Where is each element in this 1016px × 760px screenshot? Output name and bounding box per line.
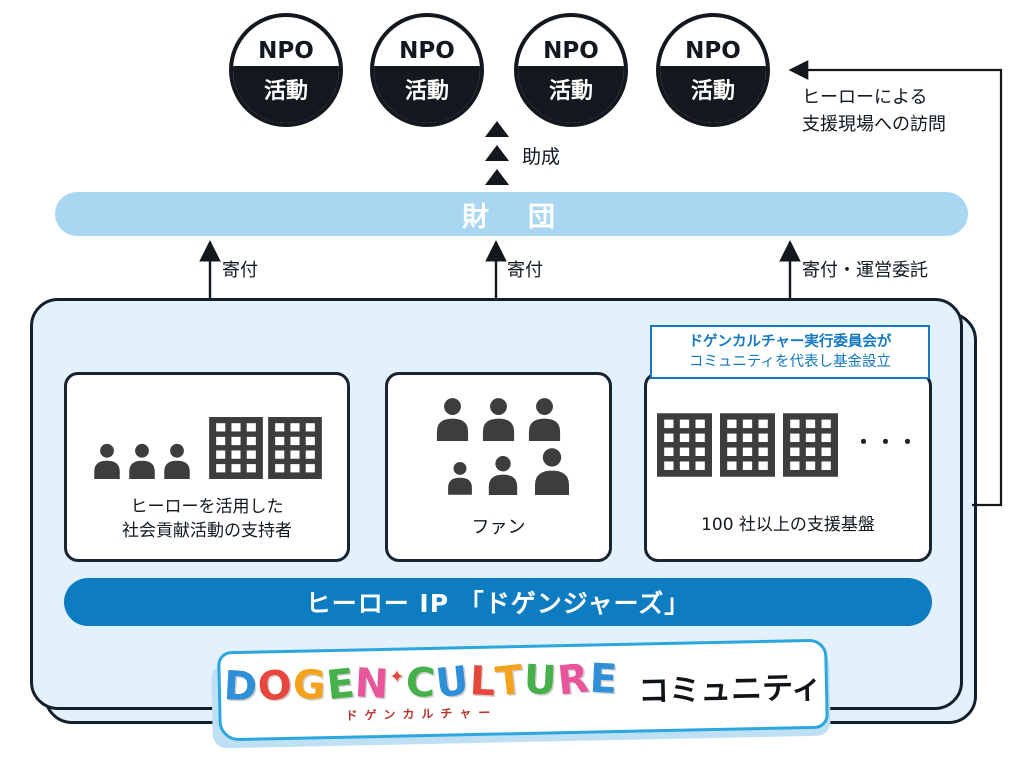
ellipsis-dots: ・・・ (853, 430, 920, 454)
fans-caption: ファン (471, 517, 526, 538)
npo-circle: NPO 活動 (370, 13, 484, 127)
committee-note-line1: ドゲンカルチャー実行委員会が (688, 333, 892, 350)
building-icon (783, 413, 838, 477)
npo-circle: NPO 活動 (229, 13, 343, 127)
donation-label: 寄付 (507, 260, 543, 281)
logo-letter: U (523, 656, 559, 704)
companies-caption: 100 社以上の支援基盤 (701, 515, 875, 535)
supporters-icons (67, 417, 347, 479)
donation-label: 寄付 (222, 260, 258, 281)
logo-letter: R (555, 654, 592, 705)
logo-letter: O (255, 660, 296, 711)
fans-box: ファン (385, 372, 612, 562)
npo-circle: NPO 活動 (514, 13, 628, 127)
hero-visit-note: ヒーローによる 支援現場への訪問 (802, 84, 946, 138)
logo-letter: G (291, 661, 328, 709)
npo-activity-label: 活動 (660, 65, 766, 123)
grant-label: 助成 (522, 146, 561, 168)
logo-letter: C (404, 658, 438, 707)
logo-letter: L (468, 657, 498, 705)
person-icon (480, 397, 517, 441)
logo-letter: D (222, 662, 259, 711)
person-icon (532, 447, 572, 495)
hero-visit-note-line2: 支援現場への訪問 (802, 114, 946, 135)
person-icon (162, 443, 192, 479)
fans-icons-row2 (398, 447, 619, 495)
logo-letter: N (353, 659, 391, 708)
logo-letter: T (493, 656, 527, 706)
building-icon (209, 417, 263, 479)
logo-letter: E (588, 655, 619, 703)
npo-activity-label: 活動 (233, 65, 339, 123)
npo-activity-label: 活動 (518, 65, 624, 123)
npo-circle: NPO 活動 (656, 13, 770, 127)
supporters-box: ヒーローを活用した 社会貢献活動の支持者 (64, 372, 350, 562)
npo-activity-label: 活動 (374, 65, 480, 123)
logo-letter: U (433, 657, 472, 707)
supporters-caption: ヒーローを活用した 社会貢献活動の支持者 (67, 495, 347, 543)
person-icon (127, 443, 157, 479)
supporters-caption-line2: 社会貢献活動の支持者 (122, 521, 292, 542)
donation-operation-label: 寄付・運営委託 (802, 260, 928, 281)
foundation-label: 財 団 (462, 201, 561, 233)
person-icon (92, 443, 122, 479)
logo-letter: ✦ (389, 665, 406, 688)
npo-label: NPO (258, 37, 314, 64)
committee-note-line2: コミュニティを代表し基金設立 (688, 354, 892, 370)
logo-letter: E (324, 659, 358, 709)
hero-visit-note-line1: ヒーローによる (802, 87, 928, 108)
grant-arrow-icon (485, 121, 509, 185)
fans-icons-row1 (388, 397, 609, 441)
committee-note: ドゲンカルチャー実行委員会が コミュニティを代表し基金設立 (650, 325, 930, 379)
supporters-caption-line1: ヒーローを活用した (130, 497, 284, 517)
npo-label: NPO (543, 37, 599, 64)
person-icon (434, 397, 471, 441)
community-label: コミュニティ (637, 669, 823, 710)
npo-label: NPO (399, 37, 455, 64)
companies-box: ・・・ 100 社以上の支援基盤 (644, 372, 932, 562)
companies-icons: ・・・ (647, 413, 929, 477)
hero-ip-label: ヒーロー IP 「ドゲンジャーズ」 (305, 589, 691, 618)
building-icon (720, 413, 775, 477)
hero-ip-band: ヒーロー IP 「ドゲンジャーズ」 (64, 578, 932, 626)
person-icon (446, 461, 474, 495)
person-icon (526, 397, 563, 441)
foundation-band: 財 団 (55, 192, 968, 236)
building-icon (268, 417, 322, 479)
person-icon (486, 455, 520, 495)
npo-label: NPO (685, 37, 741, 64)
building-icon (657, 413, 712, 477)
